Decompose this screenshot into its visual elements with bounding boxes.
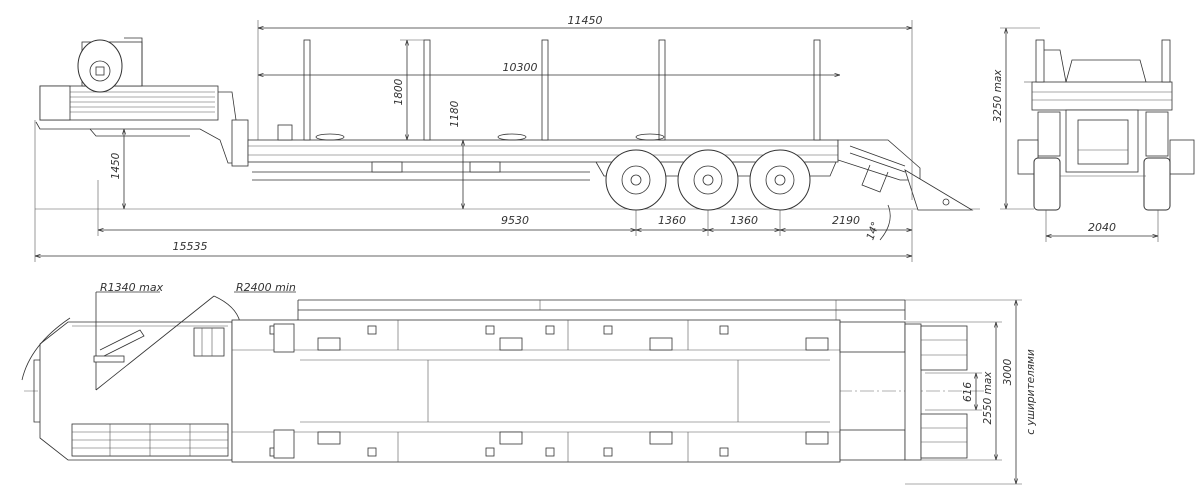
dim-width-note: с уширителями [1025, 349, 1037, 435]
dim-axle-spacing-2: 1360 [730, 214, 758, 227]
spare-wheel [77, 37, 143, 93]
dim-overall-length: 15535 [173, 240, 208, 253]
dim-deck-height: 1180 [449, 100, 461, 127]
side-dimensions: 11450 10300 1800 1180 1450 9530 [34, 14, 913, 262]
dim-rear-overhang: 2190 [832, 214, 860, 227]
dim-axle-spacing-1: 1360 [658, 214, 686, 227]
stakes [303, 39, 821, 141]
side-view: 11450 10300 1800 1180 1450 9530 [34, 14, 980, 262]
dim-stake-height: 1800 [393, 78, 405, 105]
dim-stake-length: 10300 [503, 61, 538, 74]
dim-ramp-angle: 14° [864, 220, 882, 242]
rear-view: 3250 max 2040 [992, 27, 1195, 242]
dim-turn-radius-front: R1340 max [100, 281, 164, 294]
dim-width-with-extenders: 3000 [1002, 358, 1014, 385]
dim-width: 2550 max [982, 371, 994, 425]
top-view: R1340 max R2400 min 616 2550 max 3000 с … [21, 281, 1037, 485]
dim-kingpin-to-axle: 9530 [501, 214, 529, 227]
dim-neck-height: 1450 [110, 152, 122, 179]
dim-turn-radius-min: R2400 min [236, 281, 296, 294]
rear-ramps [837, 139, 974, 211]
dim-track-width: 2040 [1088, 221, 1116, 234]
dim-deck-length: 11450 [568, 14, 603, 27]
dim-inner-width: 616 [962, 382, 974, 402]
axle-group [595, 149, 837, 211]
dim-rear-height: 3250 max [992, 69, 1004, 123]
gooseneck [35, 85, 249, 167]
